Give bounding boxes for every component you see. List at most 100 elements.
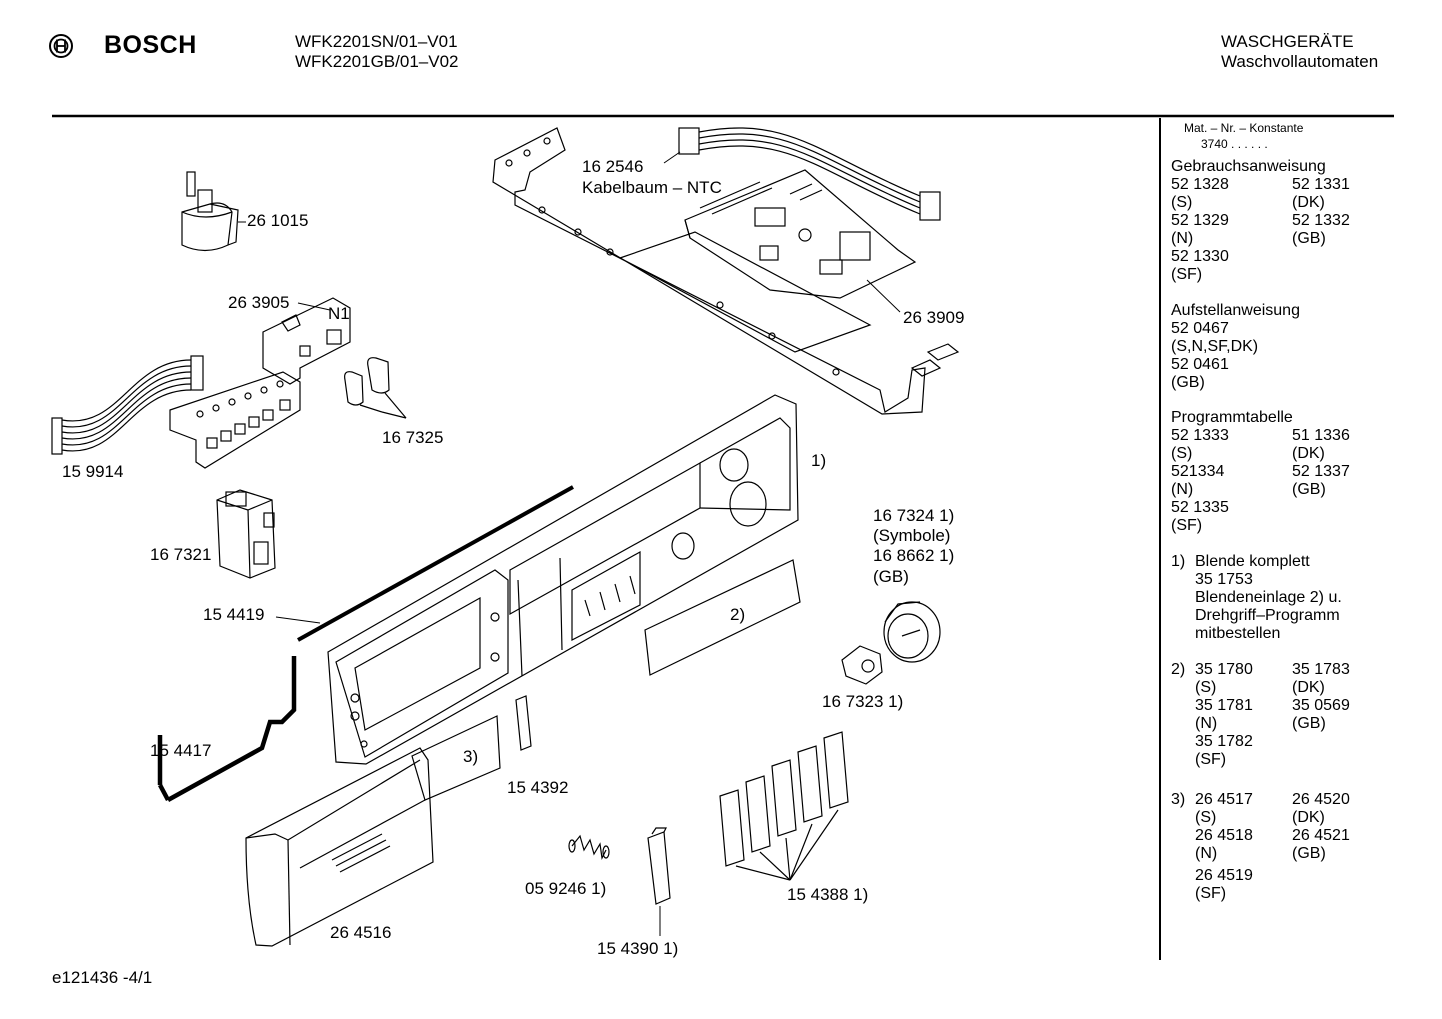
callout-168662: 16 8662 1) [873, 546, 955, 565]
programm-title: Programmtabelle [1171, 409, 1293, 426]
aufstell-title: Aufstellanweisung [1171, 302, 1300, 319]
callout-154390: 15 4390 1) [597, 939, 679, 958]
note2-r3c0: (N) [1195, 715, 1218, 732]
note2-r2c0: 35 1781 [1195, 697, 1253, 714]
note3-r0c1: 26 4520 [1292, 791, 1350, 808]
part-263909 [684, 169, 960, 377]
note3-r1c0: (S) [1195, 809, 1217, 826]
programm-r4c0: 52 1335 [1171, 499, 1229, 516]
bosch-logo-icon [49, 34, 73, 58]
note3-r4c0: 26 4519 [1195, 867, 1253, 884]
gebrauch-r5c0: (SF) [1171, 266, 1203, 283]
callout-154392: 15 4392 [507, 778, 569, 797]
note1-number: 1) [1171, 553, 1186, 570]
note3-r2c0: 26 4518 [1195, 827, 1253, 844]
gebrauch-r1c0: (S) [1171, 194, 1193, 211]
callout-263909: 26 3909 [903, 308, 965, 327]
callout-263905: 26 3905 [228, 293, 290, 312]
part-knob [883, 601, 941, 663]
note2-r5c0: (SF) [1195, 751, 1227, 768]
callout-154419: 15 4419 [203, 605, 265, 624]
gebrauch-r4c0: 52 1330 [1171, 248, 1229, 265]
note1-line-4: mitbestellen [1195, 625, 1281, 642]
callout-mark-2: 2) [730, 605, 746, 624]
model-number-1: WFK2201SN/01–V01 [295, 32, 458, 51]
part-keyboard [169, 371, 301, 469]
part-167325 [344, 357, 407, 419]
programm-r0c0: 52 1333 [1171, 427, 1229, 444]
part-261015 [181, 171, 239, 252]
gebrauch-r0c0: 52 1328 [1171, 176, 1229, 193]
part-154388 [719, 731, 849, 881]
part-154390 [647, 827, 671, 905]
note2-number: 2) [1171, 661, 1186, 678]
note3-r1c1: (DK) [1292, 809, 1325, 826]
aufstell-line-2: 52 0461 [1171, 356, 1229, 373]
footer-code: e121436 -4/1 [52, 968, 153, 987]
callout-mark-3: 3) [463, 747, 479, 766]
note3-r3c1: (GB) [1292, 845, 1326, 862]
konstante-value: 3740 . . . . . . [1201, 137, 1268, 151]
callout-gb: (GB) [873, 567, 909, 586]
callout-167324: 16 7324 1) [873, 506, 955, 525]
aufstell-line-0: 52 0467 [1171, 320, 1229, 337]
programm-r1c0: (S) [1171, 445, 1193, 462]
part-159914 [51, 355, 204, 455]
callout-167323: 16 7323 1) [822, 692, 904, 711]
part-059246 [568, 834, 610, 860]
note2-r3c1: (GB) [1292, 715, 1326, 732]
programm-r2c1: 52 1337 [1292, 463, 1350, 480]
note2-r1c0: (S) [1195, 679, 1217, 696]
konstante-label: Mat. – Nr. – Konstante [1184, 121, 1304, 135]
part-154417 [166, 656, 297, 802]
callout-mark-1: 1) [811, 451, 827, 470]
programm-r5c0: (SF) [1171, 517, 1203, 534]
category-title: WASCHGERÄTE [1221, 32, 1354, 51]
part-264516 [245, 747, 434, 947]
note3-r3c0: (N) [1195, 845, 1218, 862]
gebrauch-title: Gebrauchsanweisung [1171, 158, 1326, 175]
model-number-2: WFK2201GB/01–V02 [295, 52, 459, 71]
callout-n1: N1 [328, 304, 350, 323]
note3-r5c0: (SF) [1195, 885, 1227, 902]
programm-r2c0: 521334 [1171, 463, 1225, 480]
part-167323 [841, 645, 883, 685]
callout-167325: 16 7325 [382, 428, 444, 447]
gebrauch-r0c1: 52 1331 [1292, 176, 1350, 193]
part-strip-3 [411, 715, 501, 801]
part-167321 [216, 489, 276, 579]
brand-name: BOSCH [104, 31, 197, 59]
callout-264516: 26 4516 [330, 923, 392, 942]
note1-line-3: Drehgriff–Programm [1195, 607, 1340, 624]
note3-r2c1: 26 4521 [1292, 827, 1350, 844]
note2-r4c0: 35 1782 [1195, 733, 1253, 750]
programm-r3c1: (GB) [1292, 481, 1326, 498]
part-154392 [515, 695, 532, 751]
note2-r1c1: (DK) [1292, 679, 1325, 696]
gebrauch-r2c0: 52 1329 [1171, 212, 1229, 229]
callout-symbole: (Symbole) [873, 526, 951, 545]
note2-r0c0: 35 1780 [1195, 661, 1253, 678]
programm-r1c1: (DK) [1292, 445, 1325, 462]
note1-line-0: Blende komplett [1195, 553, 1310, 570]
part-insert-2 [644, 559, 801, 676]
callout-261015: 26 1015 [247, 211, 309, 230]
part-top-bracket [492, 127, 926, 415]
callout-159914: 15 9914 [62, 462, 124, 481]
part-fascia-panel [327, 394, 799, 765]
note1-line-1: 35 1753 [1195, 571, 1253, 588]
part-162546 [678, 127, 941, 221]
part-263905 [262, 297, 351, 385]
gebrauch-r2c1: 52 1332 [1292, 212, 1350, 229]
callout-kabelbaum: Kabelbaum – NTC [582, 178, 722, 197]
note3-r0c0: 26 4517 [1195, 791, 1253, 808]
callout-154417: 15 4417 [150, 741, 212, 760]
gebrauch-r3c1: (GB) [1292, 230, 1326, 247]
note1-line-2: Blendeneinlage 2) u. [1195, 589, 1342, 606]
programm-r0c1: 51 1336 [1292, 427, 1350, 444]
aufstell-line-3: (GB) [1171, 374, 1205, 391]
gebrauch-r3c0: (N) [1171, 230, 1194, 247]
note2-r2c1: 35 0569 [1292, 697, 1350, 714]
note2-r0c1: 35 1783 [1292, 661, 1350, 678]
